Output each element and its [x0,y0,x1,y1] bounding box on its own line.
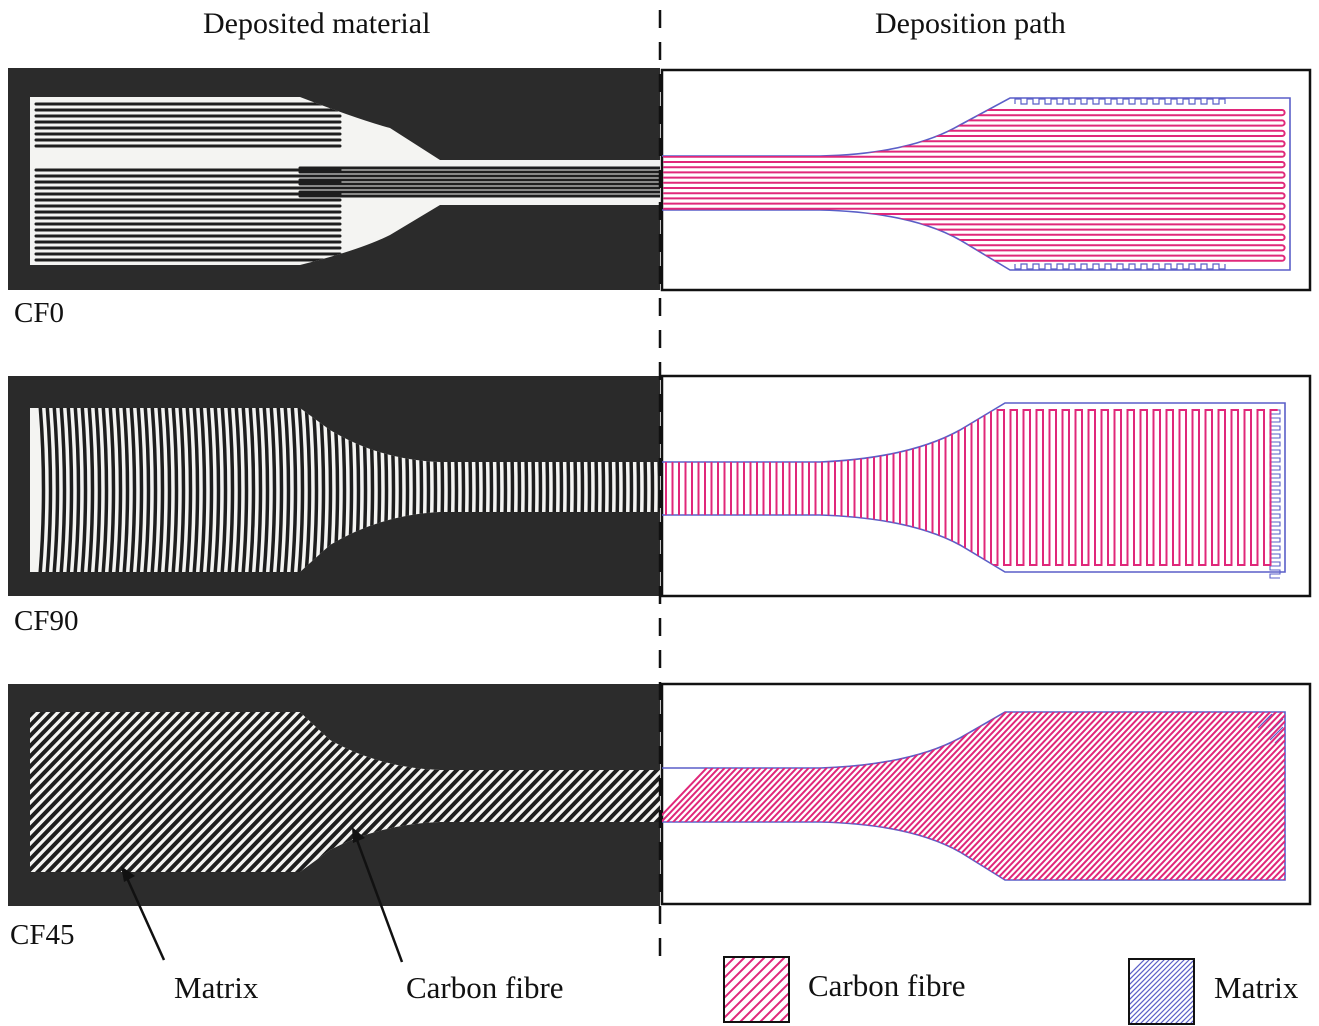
fibre-path-cf45 [662,712,1285,880]
matrix-outline-cf90 [662,402,1286,573]
annotation-matrix: Matrix [174,970,259,1005]
legend-carbon-fibre-label: Carbon fibre [808,968,966,1003]
annotation-carbon-fibre: Carbon fibre [406,970,564,1005]
deposited-fibres-cf45 [30,712,660,872]
legend-matrix-label: Matrix [1214,970,1299,1005]
fibres-cf90 [38,408,660,572]
path-box-cf0 [660,68,1312,292]
sample-label-cf45: CF45 [10,919,75,951]
fibres-cf0 [34,102,660,262]
matrix-infill-top-cf0 [1014,98,1226,105]
fibre-path-cf0 [663,109,1286,262]
matrix-infill-end-cf90 [1269,409,1281,579]
sample-label-cf0: CF0 [14,297,64,329]
arrow-matrix [121,866,166,961]
deposited-fibres-cf90 [38,408,660,572]
legend-matrix-pattern [1130,960,1193,1023]
arrow-carbon-fibre [352,827,404,963]
legend-carbon-fibre-pattern [725,958,788,1021]
fibre-lines-cf45 [662,712,1285,880]
deposited-fibres-cf0 [34,102,660,262]
fibres-cf45 [30,712,660,872]
matrix-outline-cf0 [662,97,1291,271]
sample-label-cf90: CF90 [14,605,79,637]
fibre-lines-cf0 [663,109,1286,262]
header-deposition-path: Deposition path [875,7,1066,40]
legend-matrix-lines [1130,960,1193,1023]
header-deposited-material: Deposited material [203,7,431,40]
matrix-infill-bottom-cf0 [1014,263,1226,270]
legend-fibre-lines [725,958,788,1021]
